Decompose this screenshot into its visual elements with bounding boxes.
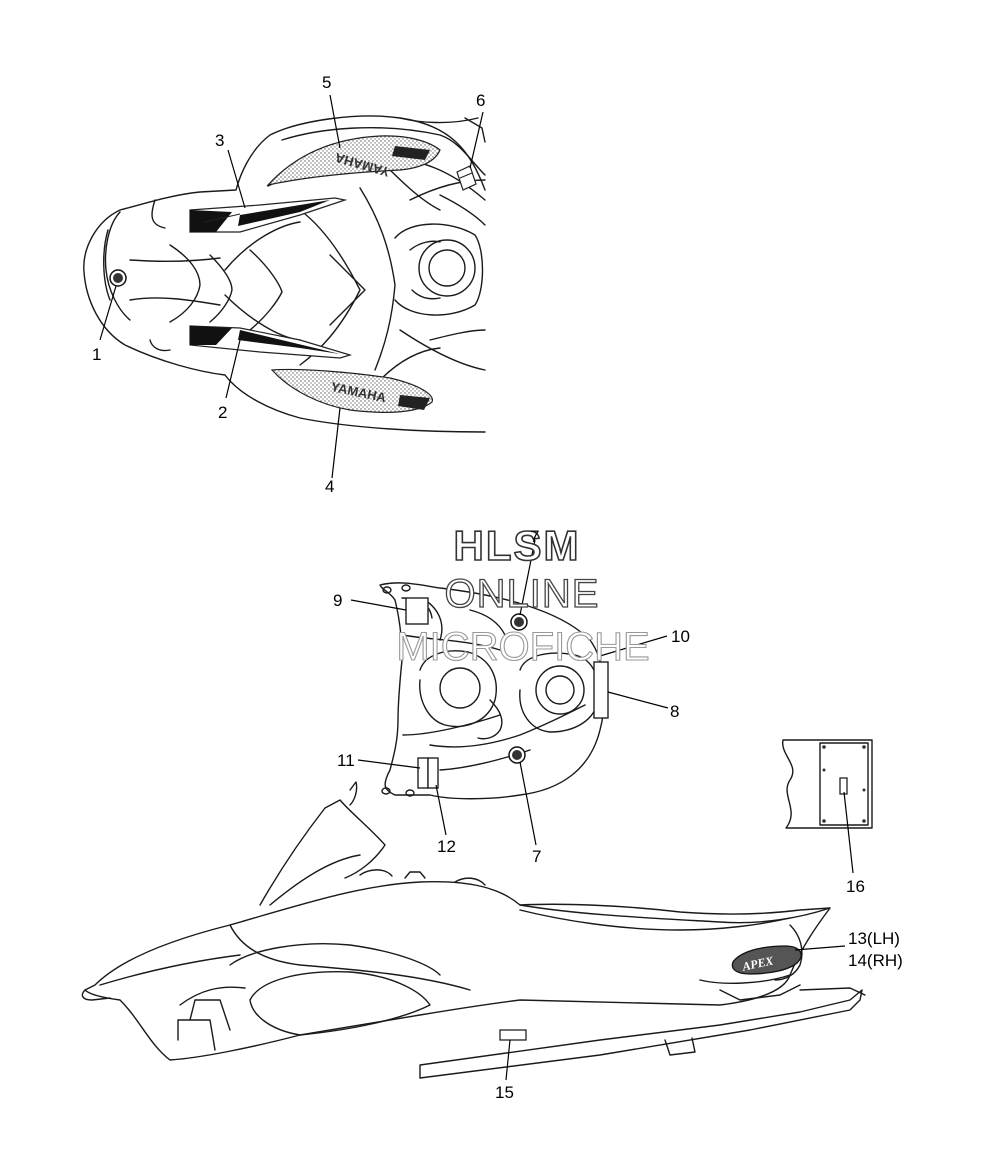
callout-14: 14(RH): [848, 951, 903, 970]
callout-13: 13(LH): [848, 929, 900, 948]
callout-7-upper: 7: [530, 527, 539, 546]
callout-16: 16: [846, 877, 865, 896]
callout-5: 5: [322, 73, 331, 92]
label-15: [499, 1029, 527, 1041]
callout-7-lower: 7: [532, 847, 541, 866]
watermark-line2: ONLINE: [445, 572, 600, 616]
sled-side-view: APEX: [81, 781, 866, 1079]
callout-10: 10: [671, 627, 690, 646]
label-11: [417, 757, 429, 789]
callout-4: 4: [325, 477, 334, 496]
callout-6: 6: [476, 91, 485, 110]
rear-cover-view: [379, 582, 609, 800]
callout-2: 2: [218, 403, 227, 422]
callout-1: 1: [92, 345, 101, 364]
callout-15: 15: [495, 1083, 514, 1102]
watermark-line3: MICROFICHE: [396, 625, 649, 669]
callouts: 1 2 3 4 5 6 7 7 8 9 10 11 12 13(LH) 14(R…: [92, 73, 903, 1102]
callout-8: 8: [670, 702, 679, 721]
callout-12: 12: [437, 837, 456, 856]
apex-decal: [731, 945, 802, 975]
label-9: [405, 597, 429, 625]
callout-9: 9: [333, 591, 342, 610]
label-8: [593, 661, 609, 719]
watermark-line1: HLSM: [454, 522, 581, 569]
leader-lines: [99, 94, 854, 1081]
callout-3: 3: [215, 131, 224, 150]
decal-yamaha-lower: [270, 368, 433, 413]
watermark: HLSM ONLINE MICROFICHE: [396, 521, 650, 669]
hood-top-view: YAMAHA YAMAHA: [83, 115, 486, 433]
apex-text: APEX: [740, 953, 776, 974]
callout-11: 11: [337, 751, 355, 770]
label-16: [839, 777, 848, 795]
label-12: [427, 757, 439, 789]
label-hood-rear: [456, 165, 477, 191]
inset-panel-view: [782, 739, 873, 829]
